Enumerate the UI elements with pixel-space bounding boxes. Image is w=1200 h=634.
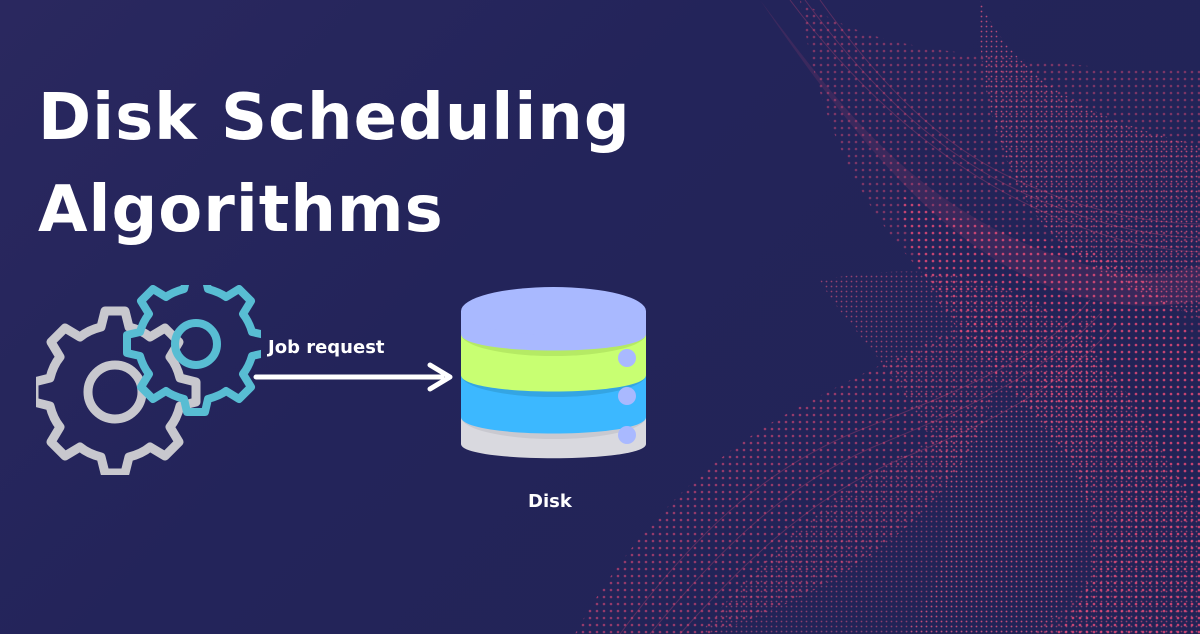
database-disk-icon [461,287,646,459]
gears-icon [36,285,261,475]
title-line-1: Disk Scheduling [38,81,631,155]
page-title: Disk Scheduling Algorithms [38,72,631,256]
title-line-2: Algorithms [38,173,444,247]
right-arrow-icon [253,362,453,392]
disk-label: Disk [528,491,572,512]
job-request-label: Job request [268,337,385,358]
